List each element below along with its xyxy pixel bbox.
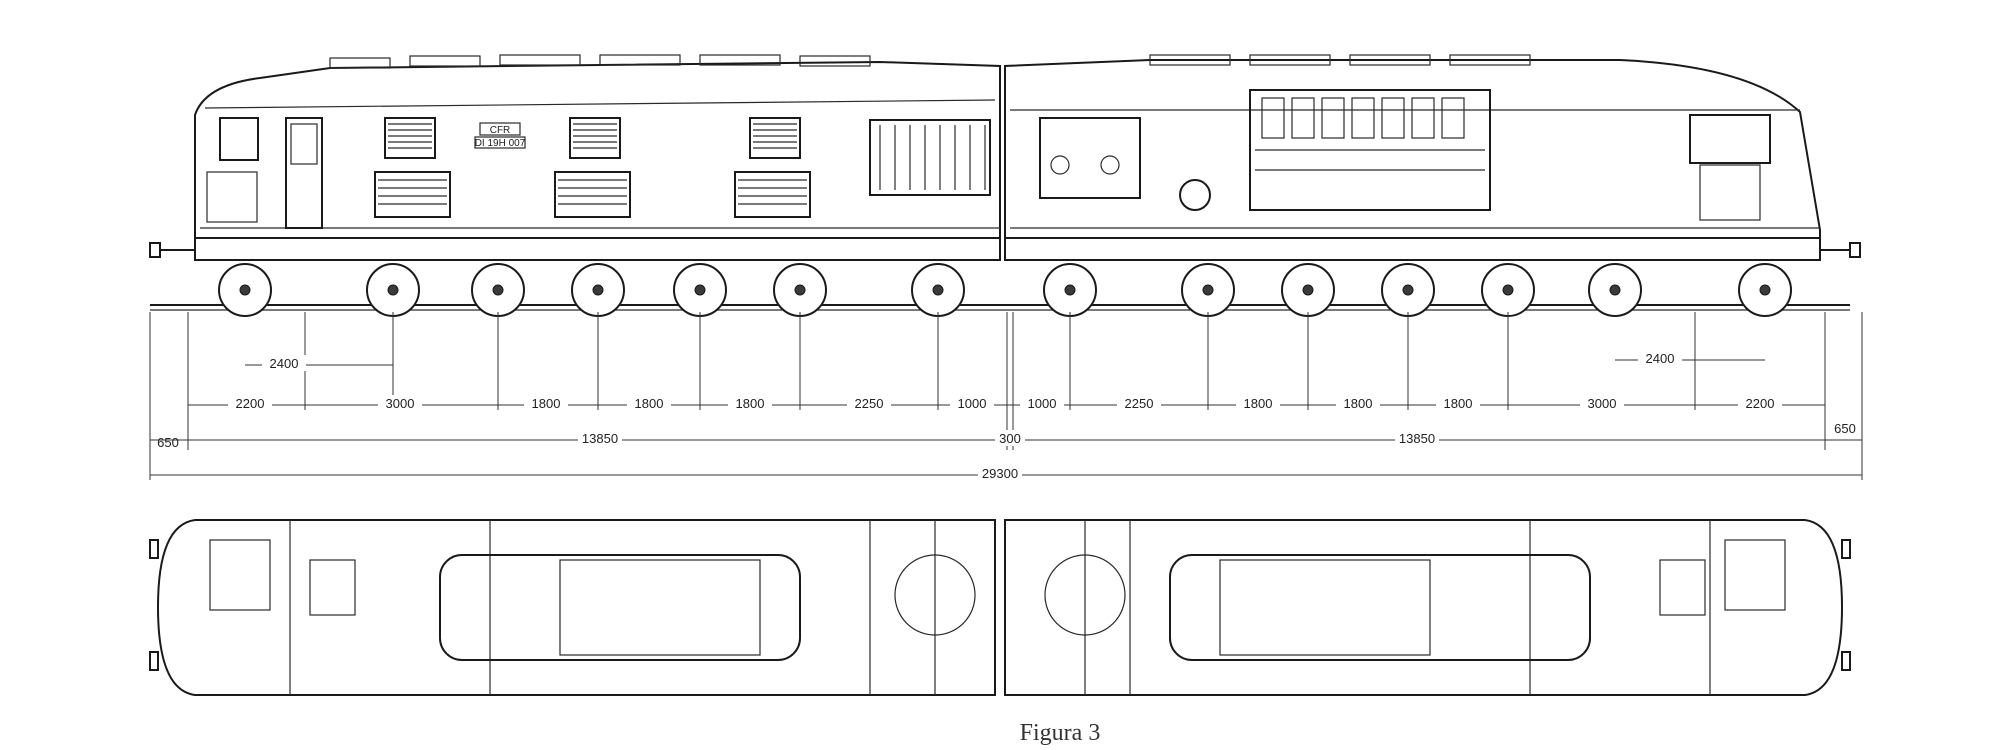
dim-middle-6: 2250 xyxy=(855,396,884,411)
dimension-labels: 2400 2400 2200 3000 1800 1800 1800 2250 … xyxy=(157,350,1856,481)
dim-middle-7: 1000 xyxy=(958,396,987,411)
dim-overall: 29300 xyxy=(982,466,1018,481)
dim-middle-14: 2200 xyxy=(1746,396,1775,411)
cab-number: DI 19H 007 xyxy=(475,138,526,149)
dim-lower-row: 650 13850 300 13850 650 xyxy=(157,421,1856,450)
dim-middle-3: 1800 xyxy=(532,396,561,411)
figure-caption: Figura 3 xyxy=(1020,720,1101,746)
dim-middle-row: 2200 3000 1800 1800 1800 2250 1000 1000 … xyxy=(228,395,1782,411)
dim-middle-2: 3000 xyxy=(386,396,415,411)
dim-lower-3: 300 xyxy=(999,431,1021,446)
dim-middle-9: 2250 xyxy=(1125,396,1154,411)
plan-view xyxy=(149,519,1851,696)
side-elevation: CFR DI 19H 007 xyxy=(149,54,1861,317)
dim-middle-1: 2200 xyxy=(236,396,265,411)
dim-middle-5: 1800 xyxy=(736,396,765,411)
cab-plate: CFR xyxy=(490,125,511,136)
dim-middle-10: 1800 xyxy=(1244,396,1273,411)
dim-lower-2: 13850 xyxy=(582,431,618,446)
dim-lower-1: 650 xyxy=(157,435,179,450)
right-unit-body xyxy=(1004,54,1861,258)
dim-middle-13: 3000 xyxy=(1588,396,1617,411)
dim-upper-left: 2400 xyxy=(270,356,299,371)
dim-middle-12: 1800 xyxy=(1444,396,1473,411)
dim-upper-right: 2400 xyxy=(1646,351,1675,366)
dim-lower-4: 13850 xyxy=(1399,431,1435,446)
dim-middle-4: 1800 xyxy=(635,396,664,411)
wheels xyxy=(218,263,1792,317)
dim-middle-8: 1000 xyxy=(1028,396,1057,411)
dim-lower-5: 650 xyxy=(1834,421,1856,436)
dim-middle-11: 1800 xyxy=(1344,396,1373,411)
left-unit-body: CFR DI 19H 007 xyxy=(149,54,1001,258)
